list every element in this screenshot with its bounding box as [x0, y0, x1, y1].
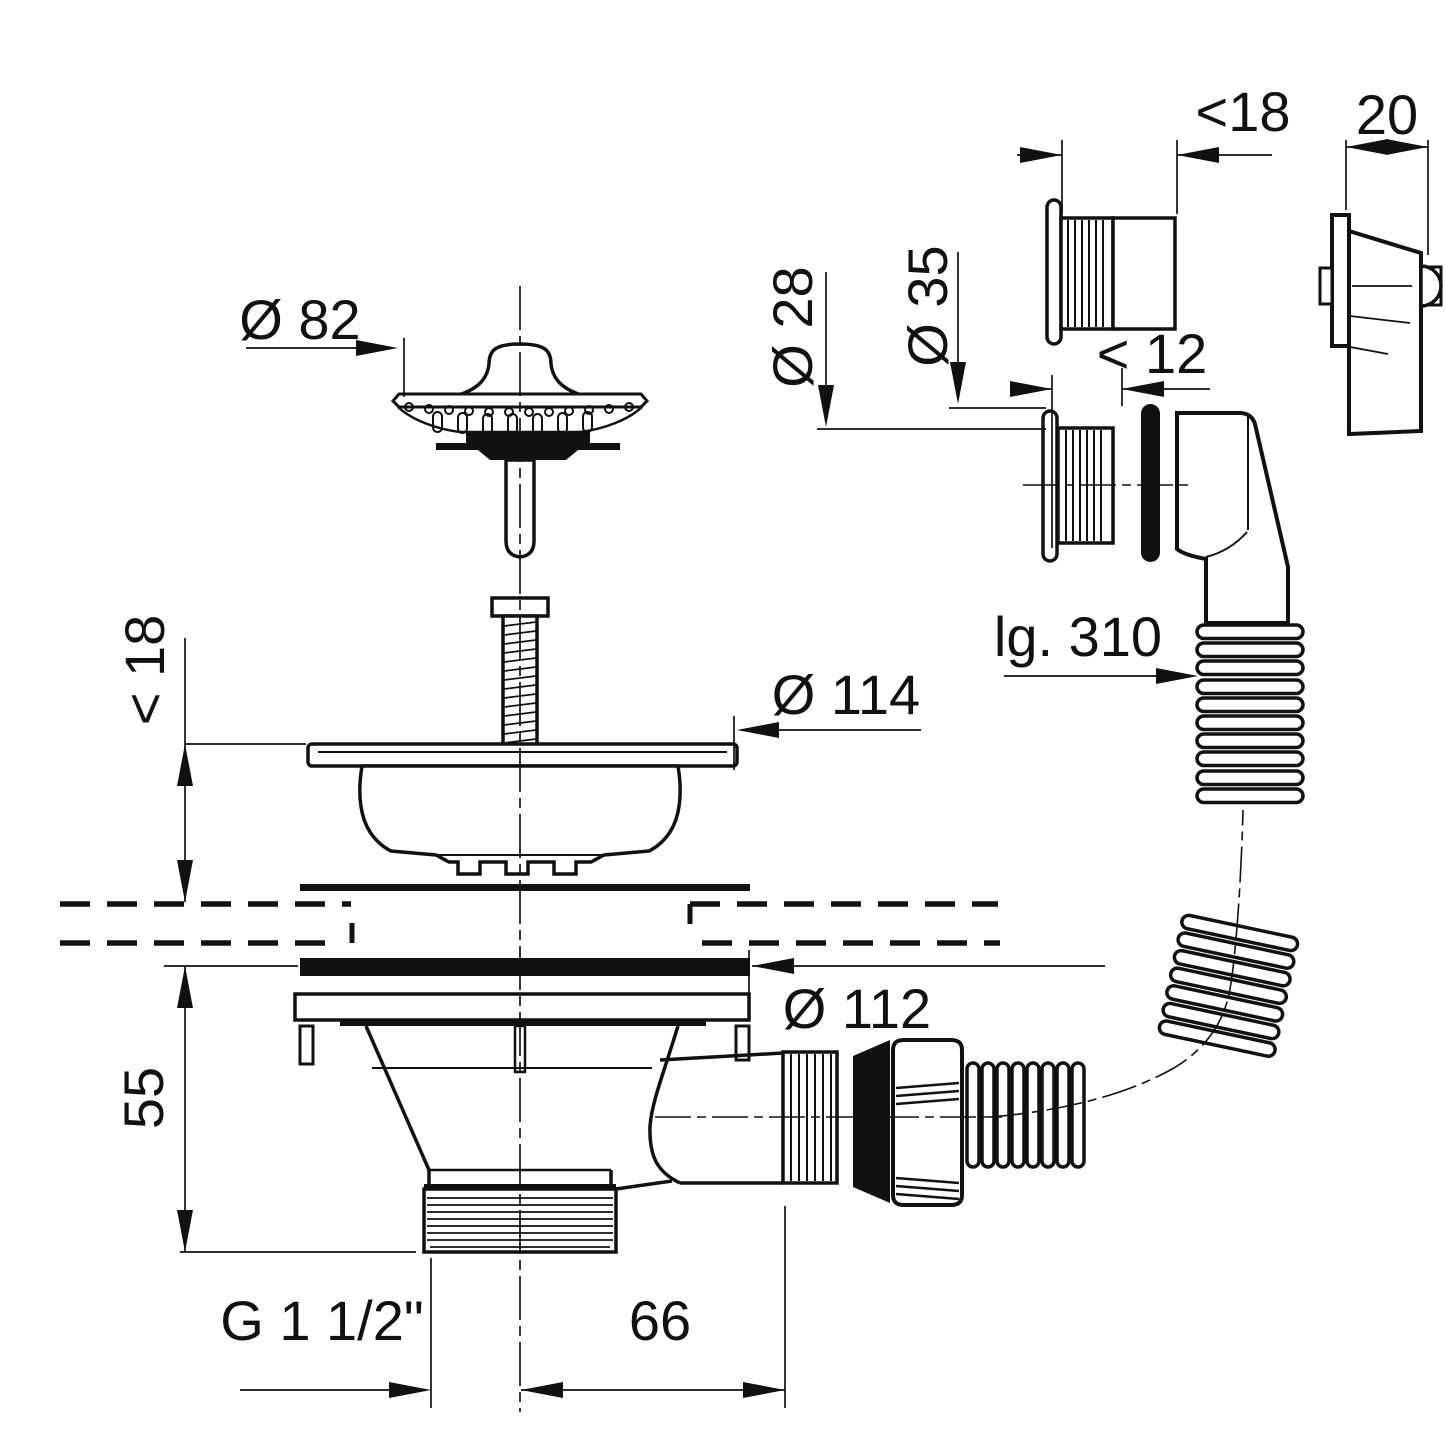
overflow-cover-body: [1347, 228, 1423, 437]
overflow-fitting-flange: [1041, 409, 1059, 563]
body-flange-underside: [340, 1020, 706, 1026]
dim-cap-diameter: Ø 82: [239, 288, 405, 397]
dim-label-overflow-flange-diameter: Ø 35: [896, 245, 959, 366]
strainer-body: [293, 992, 839, 1254]
overflow-cover-knob: [1419, 264, 1443, 308]
flange-rim: [306, 742, 739, 768]
overflow-housing: [1045, 198, 1177, 346]
dim-cover-depth: 20: [1345, 83, 1429, 255]
seal-112: [300, 958, 750, 976]
dim-body-height: 55: [112, 965, 416, 1253]
dimensions: Ø 82 < 18 Ø 114 Ø 112 55 G 1 1/: [112, 80, 1429, 1408]
dim-max-panel-thickness: < 18: [113, 615, 306, 902]
body-collar-sides: [427, 1170, 613, 1184]
dim-hose-length: lg. 310: [994, 605, 1198, 684]
dim-label-flange-diameter: Ø 114: [772, 663, 920, 726]
body-cone-right: [648, 1025, 681, 1185]
body-cone-left: [364, 1025, 431, 1171]
flat-washer: [300, 884, 750, 891]
union-nut-grooves: [895, 1081, 960, 1201]
overflow-cover-flange: [1330, 213, 1351, 348]
overflow-seal: [1141, 404, 1160, 562]
overflow-elbow: [1175, 411, 1290, 625]
body-flange: [293, 992, 751, 1022]
dim-overflow-max-thickness: <18: [1017, 80, 1291, 214]
side-outlet-top: [659, 1051, 784, 1062]
dim-label-body-height: 55: [112, 1067, 175, 1129]
plug-perforations: [404, 402, 634, 417]
sink-flange: [306, 742, 739, 876]
dim-seal-diameter: Ø 112: [748, 950, 1105, 1040]
overflow-housing-body: [1111, 216, 1177, 331]
dim-outlet-thread: G 1 1/2": [220, 1258, 432, 1408]
overflow-cover: [1318, 213, 1443, 437]
overflow-elbow-body: [1175, 411, 1290, 625]
union-nut-body: [891, 1038, 964, 1207]
dim-overflow-gap: < 12: [1010, 322, 1210, 548]
plug-gasket: [466, 432, 590, 443]
dim-overflow-flange-diameter: Ø 35: [896, 245, 1046, 409]
union-nut: [891, 1038, 964, 1207]
dim-label-outlet-offset: 66: [629, 1289, 691, 1352]
dim-label-overflow-max-thickness: <18: [1196, 80, 1291, 143]
dim-label-seal-diameter: Ø 112: [783, 977, 931, 1040]
plug-washer: [436, 443, 620, 450]
dim-label-hose-length: lg. 310: [994, 605, 1162, 668]
overflow-hose-upper: [1195, 623, 1305, 805]
overflow-housing-thread-lines: [1067, 220, 1104, 327]
body-hook-right: [734, 1024, 751, 1062]
dim-outlet-offset: 66: [521, 1206, 786, 1408]
body-outlet-step: [615, 1179, 673, 1191]
plug-boss: [478, 450, 578, 460]
overflow-housing-flange: [1045, 198, 1063, 346]
overflow-fitting: [1041, 409, 1115, 563]
dim-label-overflow-pipe-diameter: Ø 28: [761, 266, 824, 387]
dim-label-outlet-thread: G 1 1/2": [220, 1289, 424, 1352]
dim-label-cap-diameter: Ø 82: [239, 288, 360, 351]
overflow-cover-detail-lines: [1349, 315, 1411, 355]
sink-panel-section: [60, 901, 1000, 946]
overflow-cover-tab: [1318, 266, 1334, 306]
dim-label-overflow-gap: < 12: [1097, 322, 1208, 385]
hose-routing-centerline: [989, 809, 1244, 1118]
dim-label-cover-depth: 20: [1356, 83, 1418, 146]
body-hook-left: [298, 1024, 315, 1066]
overflow-hose-middle: [1157, 913, 1300, 1058]
cone-seal: [853, 1040, 890, 1203]
side-hose: [965, 1061, 1086, 1169]
dim-overflow-pipe-diameter: Ø 28: [761, 266, 1046, 430]
dim-flange-diameter: Ø 114: [733, 663, 921, 770]
overflow-elbow-inner-curve: [1205, 531, 1248, 558]
dim-label-max-panel-thickness: < 18: [113, 615, 176, 726]
